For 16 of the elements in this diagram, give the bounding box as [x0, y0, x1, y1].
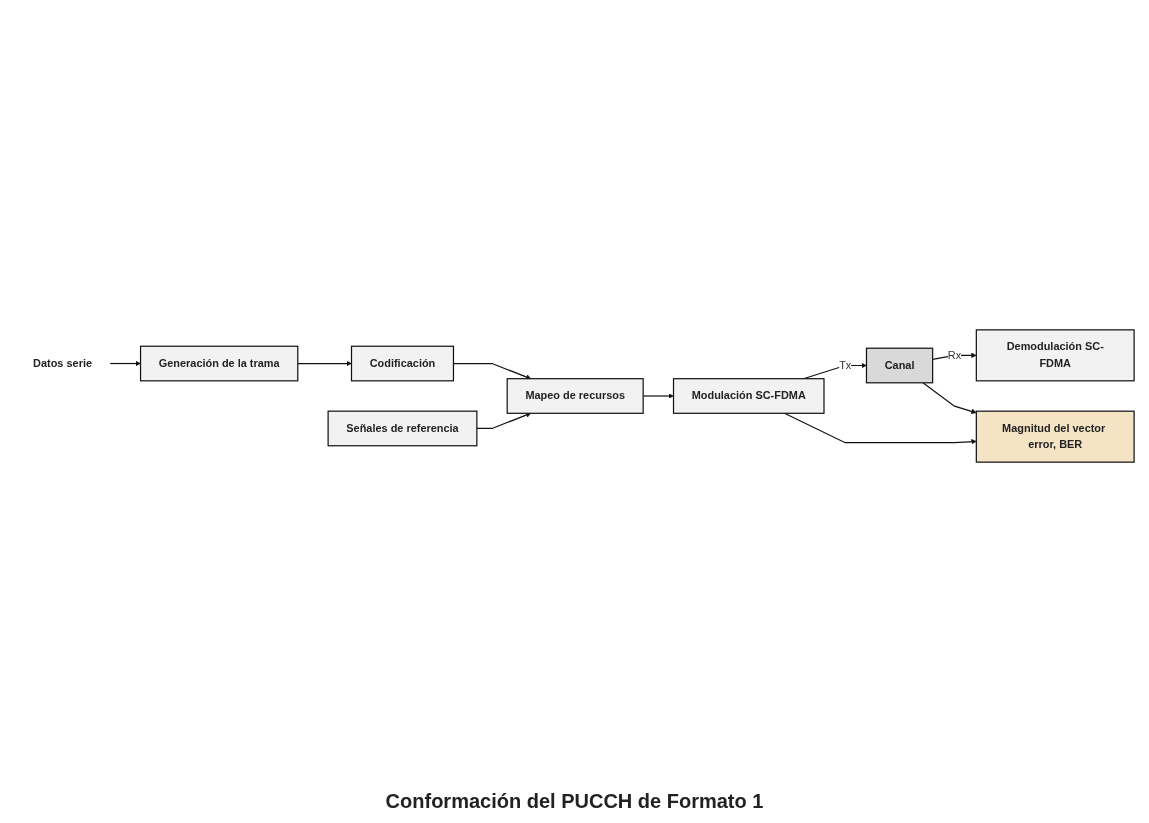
- node-box: Modulación SC-FDMA: [672, 378, 825, 414]
- node-box: Señales de referencia: [327, 410, 478, 447]
- group-caption: Conformación del PUCCH de Formato 1: [385, 790, 764, 813]
- node-text: Datos serie: [33, 357, 92, 370]
- edge-label: Rx: [947, 348, 962, 362]
- node-box: Codificación: [350, 345, 455, 382]
- node-box: Generación de la trama: [139, 345, 299, 382]
- node-box: Canal: [865, 347, 934, 384]
- edge-label: Tx: [839, 359, 852, 372]
- arrow: [109, 360, 141, 367]
- node-box: Magnitud del vector error, BER: [975, 410, 1135, 463]
- node-box: Mapeo de recursos: [506, 378, 644, 414]
- arrow: [476, 412, 532, 430]
- node-box: Demodulación SC-FDMA: [975, 329, 1135, 382]
- arrow: [922, 382, 977, 414]
- arrow: [297, 360, 352, 367]
